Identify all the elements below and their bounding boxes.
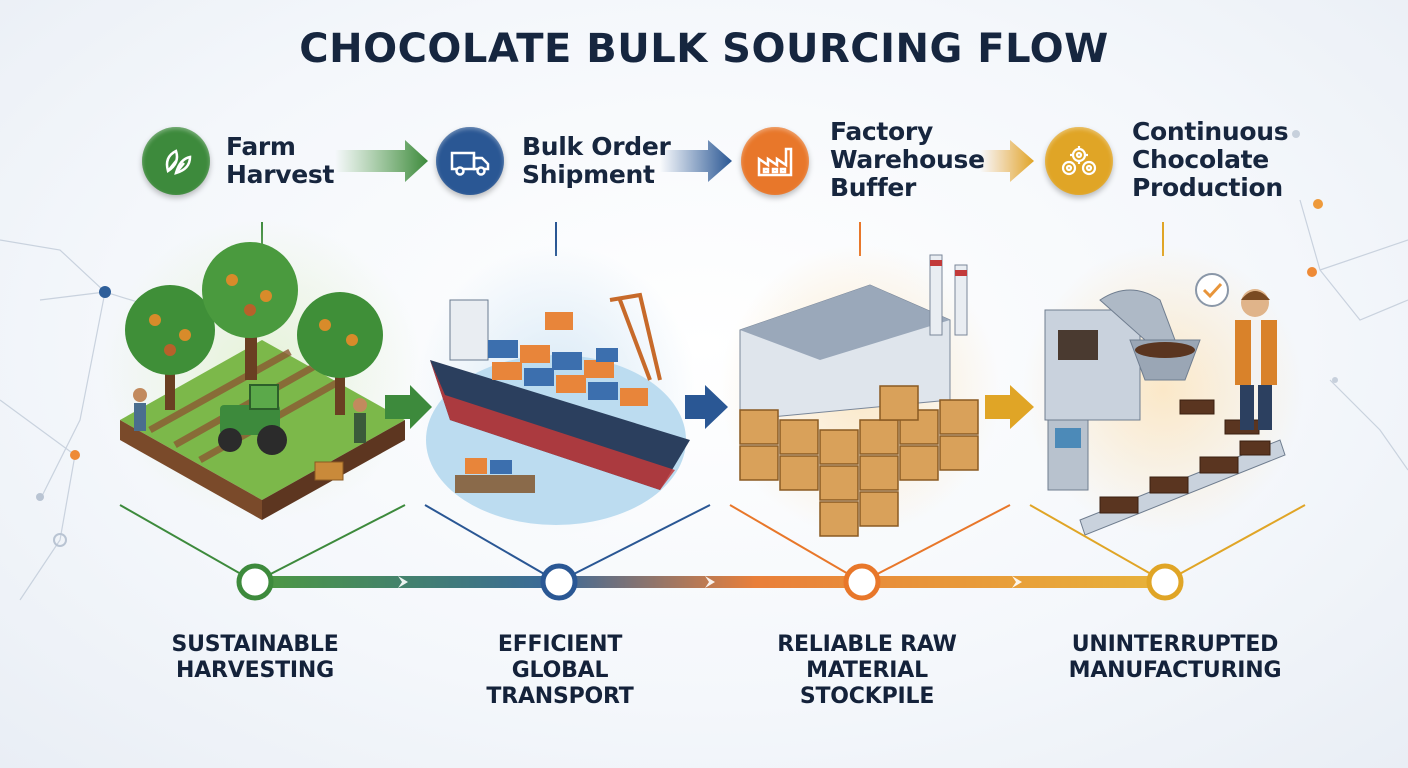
step-label-farm-harvest: Farm Harvest xyxy=(226,132,335,189)
step-icon-farm-harvest xyxy=(142,127,210,195)
step-label-continuous-chocolate-production: Continuous Chocolate Production xyxy=(1132,117,1289,202)
worker xyxy=(1235,289,1277,430)
top-arrow-2 xyxy=(660,140,732,182)
page-title: CHOCOLATE BULK SOURCING FLOW xyxy=(299,26,1109,72)
timeline-node-1 xyxy=(236,563,274,601)
hanging-container xyxy=(545,312,573,330)
crate-stack xyxy=(739,385,979,537)
step-label-bulk-order-shipment: Bulk Order Shipment xyxy=(522,132,671,189)
caption-uninterrupted-manufacturing: UNINTERRUPTED MANUFACTURING xyxy=(1068,632,1282,683)
cocoa-tree xyxy=(297,292,383,415)
shipping-scene xyxy=(416,245,696,535)
warehouse-scene xyxy=(720,245,1000,537)
farmer xyxy=(353,398,367,443)
crane xyxy=(609,292,662,381)
cocoa-tree xyxy=(125,285,215,410)
barge xyxy=(455,458,535,493)
check-bubble-icon xyxy=(1195,273,1229,307)
production-scene xyxy=(1023,245,1303,536)
hanging-container xyxy=(596,348,618,362)
tractor xyxy=(218,384,287,455)
mid-arrow-1 xyxy=(385,385,432,429)
timeline-node-3 xyxy=(843,563,881,601)
cocoa-tree xyxy=(202,242,298,380)
caption-efficient-global-transport: EFFICIENT GLOBAL TRANSPORT xyxy=(486,632,634,709)
containers xyxy=(488,340,648,406)
mid-arrow-2 xyxy=(685,385,728,429)
farmer xyxy=(133,388,147,431)
leaf-icon xyxy=(165,149,192,175)
truck-icon xyxy=(450,151,490,176)
step-label-factory-warehouse-buffer: Factory Warehouse Buffer xyxy=(830,117,985,202)
step-icon-factory-warehouse-buffer xyxy=(741,127,809,195)
top-arrow-3 xyxy=(980,140,1034,182)
step-icon-continuous-chocolate-production xyxy=(1045,127,1113,195)
step-icon-bulk-order-shipment xyxy=(436,127,504,195)
gears-icon xyxy=(1061,146,1097,176)
caption-sustainable-harvesting: SUSTAINABLE HARVESTING xyxy=(171,632,339,683)
timeline-node-4 xyxy=(1146,563,1184,601)
network-nodes xyxy=(36,130,1338,547)
chocolate-bars xyxy=(1099,399,1271,514)
farm-scene xyxy=(102,220,422,520)
network-decoration xyxy=(0,199,1408,601)
timeline-node-2 xyxy=(540,563,578,601)
mid-arrow-3 xyxy=(985,385,1034,429)
factory-icon xyxy=(757,147,793,177)
timeline-chevrons xyxy=(398,576,1022,588)
crate xyxy=(314,461,344,481)
caption-reliable-raw-material-stockpile: RELIABLE RAW MATERIAL STOCKPILE xyxy=(777,632,957,709)
top-arrow-1 xyxy=(335,140,428,182)
